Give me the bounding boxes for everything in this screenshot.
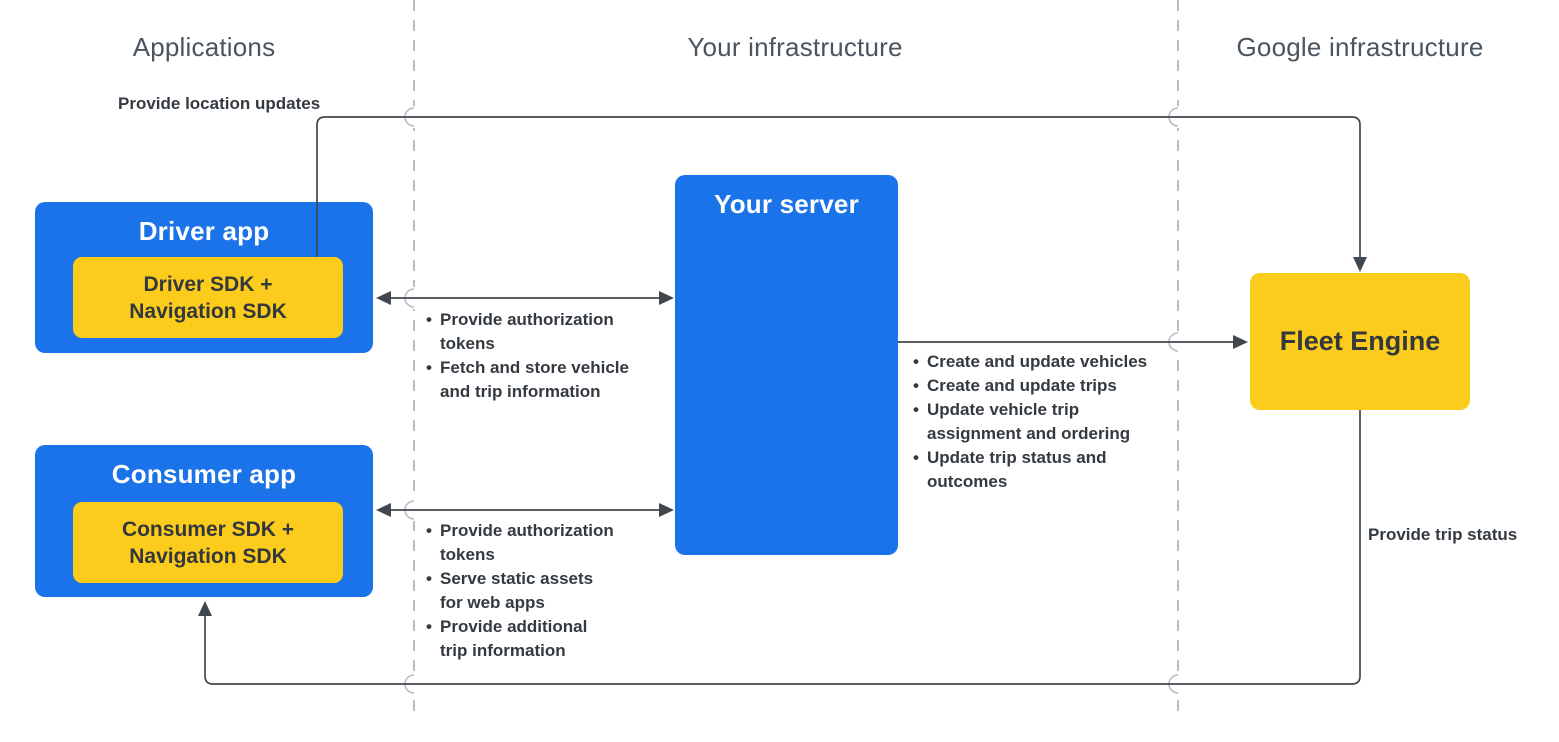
line-bridge	[1168, 332, 1179, 352]
your-server-title: Your server	[714, 189, 859, 219]
driver-app-node: Driver app Driver SDK + Navigation SDK	[35, 202, 373, 353]
bullet-item: • Provide authorization tokens	[426, 519, 656, 567]
bullet-item: • Serve static assets for web apps	[426, 567, 656, 615]
bullet-item-text: Serve static assets for web apps	[440, 569, 594, 612]
arrowhead-up-icon	[198, 601, 212, 616]
arrowhead-left-icon	[376, 291, 391, 305]
driver-app-title: Driver app	[138, 216, 270, 246]
driver-sdk-label: Driver SDK + Navigation SDK	[129, 272, 287, 323]
line-bridge	[1168, 107, 1179, 127]
driver-server-arrow	[376, 291, 674, 305]
provide-location-updates-label: Provide location updates	[118, 94, 321, 113]
bullet-icon: •	[913, 400, 919, 419]
provide-trip-status-label: Provide trip status	[1368, 525, 1518, 544]
driver-server-connector-list: • Provide authorization tokens • Fetch and …	[426, 308, 656, 404]
bullet-icon: •	[913, 448, 919, 467]
arrowhead-left-icon	[376, 503, 391, 517]
bullet-item: • Fetch and store vehicle and trip inform…	[426, 356, 656, 404]
line-bridge	[404, 500, 415, 520]
bullet-item-text: Provide additional trip information	[440, 617, 588, 660]
server-fleet-arrow	[898, 335, 1248, 349]
bullet-item-text: Provide authorization tokens	[440, 521, 614, 564]
bullet-icon: •	[426, 358, 432, 377]
bullet-item-text: Update vehicle trip assignment and order…	[927, 400, 1131, 443]
bullet-item: • Provide authorization tokens	[426, 308, 656, 356]
server-fleet-connector-list: • Create and update vehicles • Create and u…	[913, 350, 1173, 494]
line-bridge	[1168, 674, 1179, 694]
bullet-item: • Create and update trips	[913, 374, 1173, 398]
column-header-google-infrastructure: Google infrastructure	[1236, 32, 1484, 62]
consumer-app-node: Consumer app Consumer SDK + Navigation S…	[35, 445, 373, 597]
driver-sdk-box: Driver SDK + Navigation SDK	[73, 257, 343, 338]
bullet-icon: •	[426, 569, 432, 588]
bullet-icon: •	[426, 310, 432, 329]
consumer-server-connector-list: • Provide authorization tokens • Serve stat…	[426, 519, 656, 663]
arrowhead-right-icon	[659, 503, 674, 517]
line-bridge	[404, 107, 415, 127]
bullet-icon: •	[913, 376, 919, 395]
bullet-item-text: Create and update vehicles	[927, 352, 1148, 371]
bullet-item: • Update trip status and outcomes	[913, 446, 1173, 494]
bullet-item: • Update vehicle trip assignment and orde…	[913, 398, 1173, 446]
consumer-app-title: Consumer app	[111, 459, 297, 489]
bullet-item-text: Fetch and store vehicle and trip informa…	[440, 358, 629, 401]
bullet-item: • Provide additional trip information	[426, 615, 656, 663]
fleet-engine-node: Fleet Engine	[1250, 273, 1470, 410]
line-bridge	[404, 288, 415, 308]
line-bridge	[404, 674, 415, 694]
consumer-sdk-label: Consumer SDK + Navigation SDK	[121, 517, 295, 568]
arrowhead-right-icon	[659, 291, 674, 305]
bullet-icon: •	[426, 521, 432, 540]
bullet-item-text: Update trip status and outcomes	[927, 448, 1107, 491]
bullet-icon: •	[913, 352, 919, 371]
arrowhead-right-icon	[1233, 335, 1248, 349]
column-header-applications: Applications	[132, 32, 276, 62]
column-header-your-infrastructure: Your infrastructure	[687, 32, 903, 62]
your-server-node: Your server	[675, 175, 898, 555]
bullet-item-text: Provide authorization tokens	[440, 310, 614, 353]
consumer-sdk-box: Consumer SDK + Navigation SDK	[73, 502, 343, 583]
bullet-icon: •	[426, 617, 432, 636]
consumer-server-arrow	[376, 503, 674, 517]
bullet-item: • Create and update vehicles	[913, 350, 1173, 374]
fleet-engine-title: Fleet Engine	[1279, 326, 1441, 356]
bullet-item-text: Create and update trips	[927, 376, 1117, 395]
arrowhead-down-icon	[1353, 257, 1367, 272]
